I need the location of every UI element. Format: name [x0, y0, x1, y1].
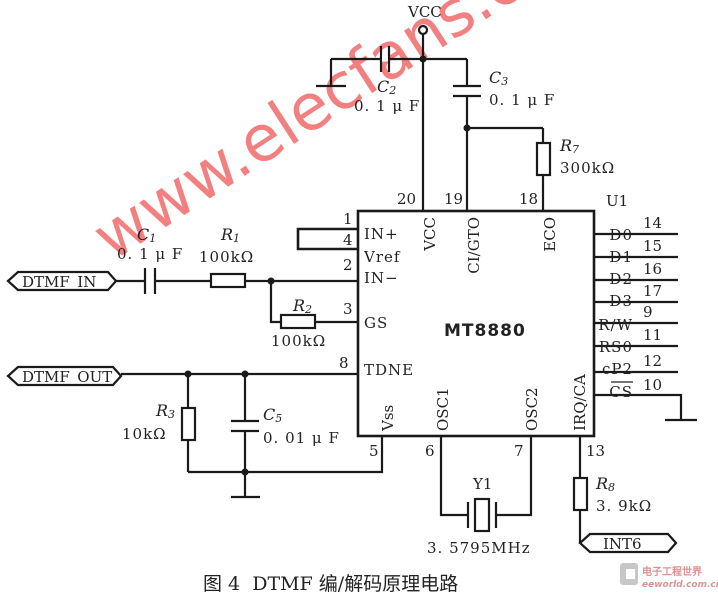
- pin-name-cp2: cP2: [602, 360, 633, 378]
- r7-body: [535, 141, 552, 177]
- pin-name-d2: D2: [609, 270, 633, 288]
- pin-number-13: 13: [586, 442, 605, 460]
- y1-ref: Y1: [472, 475, 492, 493]
- pin-number-2: 2: [343, 256, 353, 274]
- wire-ground-bus: [188, 436, 384, 474]
- pin-number-7: 7: [514, 442, 524, 460]
- r1-value: 100kΩ: [199, 248, 254, 266]
- pin-number-6: 6: [425, 442, 435, 460]
- pin-number-10: 10: [643, 376, 662, 394]
- pin-name-osc1: OSC1: [434, 387, 452, 431]
- pin-name-vss: Vss: [379, 405, 397, 432]
- pin-name-rs0: RS0: [599, 338, 633, 356]
- logo-cn-text: 电子工程世界: [642, 565, 702, 578]
- pin-number-12: 12: [643, 352, 662, 370]
- pin-name-d0: D0: [609, 226, 633, 244]
- pin-name-osc2: OSC2: [523, 387, 541, 431]
- r8-ref: R8: [595, 474, 615, 494]
- pin-number-14: 14: [643, 214, 662, 232]
- pin-number-1: 1: [343, 210, 353, 228]
- pin-number-11: 11: [643, 326, 662, 344]
- pin-number-9: 9: [643, 303, 653, 321]
- wire-pin1-pin4-loop: [296, 227, 358, 251]
- c2-value: 0. 1 μ F: [354, 97, 420, 115]
- vcc-terminal-icon: [417, 24, 429, 36]
- pin-name-in-minus: IN−: [364, 269, 399, 287]
- pin-name-cs: CS: [609, 383, 633, 401]
- r3-body: [180, 406, 197, 442]
- r3-ref: R3: [155, 401, 175, 421]
- pin-number-17: 17: [643, 282, 662, 300]
- crystal-y1-icon: [473, 497, 491, 533]
- wire-osc1: [439, 436, 468, 517]
- port-int6-label: INT6: [603, 535, 642, 553]
- pin-name-ci-gto: CI/GTO: [465, 217, 483, 274]
- r7-ref: R7: [559, 136, 579, 156]
- ic-ref-label: U1: [606, 192, 628, 210]
- junction-dot: [241, 468, 249, 476]
- pin-number-19: 19: [444, 190, 463, 208]
- pin-number-3: 3: [343, 300, 353, 318]
- pin-number-15: 15: [643, 237, 662, 255]
- pin-name-eco: ECO: [541, 217, 559, 252]
- y1-value: 3. 5795MHz: [427, 539, 531, 557]
- c3-value: 0. 1 μ F: [489, 91, 555, 109]
- pin-name-r-w: R/W: [598, 316, 633, 334]
- pin-name-irq-ca: IRQ/CA: [571, 374, 589, 431]
- c2-ref: C2: [377, 77, 396, 97]
- port-dtmf-in-label: DTMF_IN: [22, 273, 96, 291]
- r3-value: 10kΩ: [122, 425, 167, 443]
- pin-number-4: 4: [343, 231, 353, 249]
- r2-ref: R2: [292, 296, 312, 316]
- r2-value: 100kΩ: [271, 332, 326, 350]
- eeworld-logo: 电子工程世界 eeworld.com.cn: [620, 563, 718, 590]
- c1-ref: C1: [137, 225, 156, 245]
- r8-body: [572, 476, 589, 512]
- figure-caption: 图 4 DTMF 编/解码原理电路: [203, 573, 458, 595]
- c1-value: 0. 1 μ F: [117, 245, 183, 263]
- c5-ref: C5: [263, 405, 282, 425]
- pin-name-d1: D1: [609, 248, 633, 266]
- pin-name-vcc: VCC: [421, 217, 439, 252]
- port-dtmf-out-label: DTMF_OUT: [22, 368, 112, 386]
- port-int6: [578, 532, 678, 554]
- pin-name-in-plus: IN+: [364, 225, 399, 243]
- vcc-label: VCC: [407, 3, 442, 21]
- logo-en-text: eeworld.com.cn: [642, 580, 718, 590]
- right-pin-lines: [594, 232, 678, 374]
- r1-body: [209, 272, 247, 289]
- pin-number-5: 5: [369, 442, 379, 460]
- pin-name-vref: Vref: [363, 248, 401, 266]
- ic-name-label: MT8880: [444, 321, 526, 341]
- r2-body: [279, 313, 317, 330]
- pin-name-tdne: TDNE: [364, 361, 414, 379]
- pin-number-16: 16: [643, 260, 662, 278]
- pin-number-8: 8: [339, 354, 349, 372]
- r7-value: 300kΩ: [560, 159, 615, 177]
- r1-ref: R1: [220, 225, 240, 245]
- pin-name-d3: D3: [609, 292, 633, 310]
- wire-osc2: [496, 436, 533, 517]
- c3-ref: C3: [489, 68, 508, 88]
- wire-cs-ground: [594, 393, 683, 420]
- c5-value: 0. 01 μ F: [263, 429, 340, 447]
- r8-value: 3. 9kΩ: [596, 497, 652, 515]
- port-dtmf-out: [6, 365, 123, 387]
- pin-number-20: 20: [397, 190, 416, 208]
- pin-name-gs: GS: [364, 314, 388, 332]
- pin-number-18: 18: [519, 190, 538, 208]
